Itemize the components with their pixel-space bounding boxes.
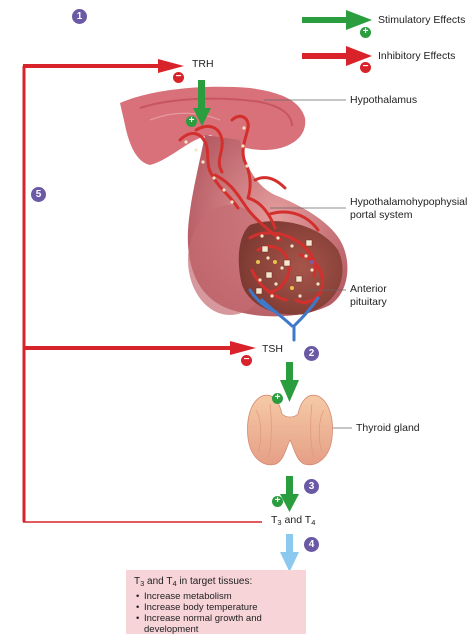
- target-arrow: [280, 534, 299, 572]
- t3t4-stim-sign: +: [272, 496, 283, 507]
- legend-plus-icon: +: [360, 27, 371, 38]
- target-tissue-effects-box: T3 and T4 in target tissues: Increase me…: [126, 570, 306, 635]
- legend-inhibitory-arrow: [302, 46, 372, 66]
- legend-stimulatory-arrow: [302, 10, 372, 30]
- pituitary-shape: [187, 135, 348, 317]
- t3t4-stim-arrow: [280, 476, 299, 512]
- legend-minus-icon: −: [360, 62, 371, 73]
- trh-label: TRH: [192, 58, 214, 70]
- step-badge-1: 1: [72, 9, 87, 24]
- tsh-stim-sign: +: [272, 393, 283, 404]
- effect-item: Increase metabolism: [136, 591, 298, 602]
- anterior-pituitary-label-line2: pituitary: [350, 296, 387, 308]
- tsh-label: TSH: [262, 343, 283, 355]
- hypothalamus-label: Hypothalamus: [350, 94, 418, 106]
- anterior-pituitary-label-line1: Anterior: [350, 283, 387, 295]
- legend-stimulatory-label: Stimulatory Effects: [378, 14, 466, 26]
- feedback-loop: [22, 59, 262, 523]
- pituitary-cells: [255, 239, 314, 295]
- step-badge-3: 3: [304, 479, 319, 494]
- trh-stim-sign: +: [186, 116, 197, 127]
- tsh-stim-arrow: [280, 362, 299, 402]
- trh-stim-arrow: [193, 80, 211, 126]
- step-badge-5: 5: [31, 187, 46, 202]
- tsh-inhibit-sign: −: [241, 355, 252, 366]
- legend-inhibitory-label: Inhibitory Effects: [378, 50, 456, 62]
- thyroid-gland-label: Thyroid gland: [356, 422, 420, 434]
- t3-t4-label: T3 and T4: [271, 514, 316, 527]
- effects-list: Increase metabolism Increase body temper…: [134, 591, 298, 635]
- effects-heading: T3 and T4 in target tissues:: [134, 576, 253, 588]
- step-badge-2: 2: [304, 346, 319, 361]
- step-badge-4: 4: [304, 537, 319, 552]
- portal-vessel-dots: [184, 126, 320, 298]
- pituitary-vein: [248, 288, 320, 342]
- thyroid-gland-shape: [247, 394, 333, 466]
- portal-system-label-line2: portal system: [350, 209, 413, 221]
- effect-item: Increase normal growth and development: [136, 613, 302, 635]
- trh-inhibit-sign: −: [173, 72, 184, 83]
- effect-item: Increase body temperature: [136, 602, 298, 613]
- portal-system-label-line1: Hypothalamohypophysial: [350, 196, 468, 208]
